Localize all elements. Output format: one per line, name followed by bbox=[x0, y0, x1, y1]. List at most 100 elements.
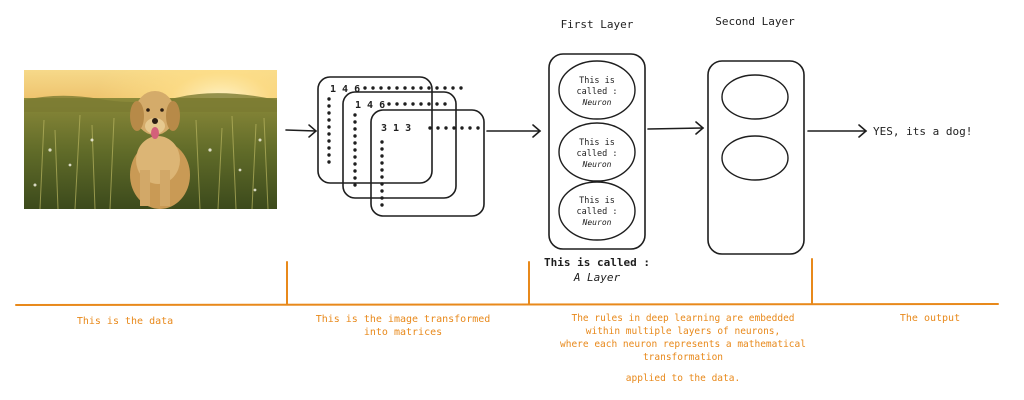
matrix-dot bbox=[380, 147, 384, 151]
neuron-1-label-line3: Neuron bbox=[582, 98, 612, 107]
second-layer-box bbox=[707, 60, 805, 255]
label-data: This is the data bbox=[77, 316, 173, 327]
second-layer-title: Second Layer bbox=[715, 15, 795, 28]
arrow-to-output bbox=[807, 124, 868, 138]
neuron-3-label-line1: This is bbox=[579, 196, 615, 206]
matrix-dot bbox=[353, 169, 357, 173]
matrix-dot bbox=[353, 176, 357, 180]
matrix-dot bbox=[353, 134, 357, 138]
matrix-dot bbox=[327, 125, 331, 129]
matrix-dot bbox=[427, 86, 431, 90]
matrix-dot bbox=[327, 118, 331, 122]
matrix-dot bbox=[387, 102, 391, 106]
matrix-dot bbox=[353, 127, 357, 131]
matrix-dot bbox=[443, 102, 447, 106]
timeline bbox=[15, 258, 999, 306]
matrix-dot bbox=[327, 153, 331, 157]
matrix-dot bbox=[380, 196, 384, 200]
matrix-dot bbox=[435, 86, 439, 90]
matrix-dot bbox=[459, 86, 463, 90]
matrix-dot bbox=[443, 86, 447, 90]
label-rules-line5: applied to the data. bbox=[626, 373, 740, 384]
matrix-dot bbox=[379, 86, 383, 90]
neuron-3-label-line3: Neuron bbox=[582, 218, 612, 227]
label-matrices-line2: into matrices bbox=[364, 327, 442, 338]
matrix-dot bbox=[436, 126, 440, 130]
matrix-back-digits: 3 1 3 bbox=[381, 123, 411, 134]
label-rules-line4: transformation bbox=[643, 352, 723, 363]
matrix-back bbox=[370, 109, 485, 217]
matrix-dot bbox=[387, 86, 391, 90]
second-layer-neuron-2 bbox=[721, 135, 789, 181]
matrix-dot bbox=[403, 86, 407, 90]
matrix-dot bbox=[380, 161, 384, 165]
layer-caption-line1: This is called : bbox=[544, 256, 650, 269]
matrix-dot bbox=[327, 139, 331, 143]
matrix-dot bbox=[327, 160, 331, 164]
matrix-dot bbox=[380, 175, 384, 179]
neuron-3-label-line2: called : bbox=[577, 207, 618, 217]
label-rules-line1: The rules in deep learning are embedded bbox=[571, 313, 794, 324]
matrix-stack: 1 4 6 1 4 6 3 1 3 bbox=[317, 76, 485, 217]
matrix-dot bbox=[353, 183, 357, 187]
matrix-dot bbox=[353, 162, 357, 166]
matrix-dot bbox=[327, 111, 331, 115]
neuron-1-label-line2: called : bbox=[577, 87, 618, 97]
matrix-dot bbox=[327, 146, 331, 150]
matrix-dot bbox=[380, 182, 384, 186]
matrix-dot bbox=[451, 86, 455, 90]
matrix-dot bbox=[427, 102, 431, 106]
label-matrices-line1: This is the image transformed bbox=[316, 314, 491, 325]
neuron-2-label-line3: Neuron bbox=[582, 160, 612, 169]
matrix-dot bbox=[327, 104, 331, 108]
arrow-first-to-second-layer bbox=[647, 121, 705, 135]
matrix-dot bbox=[476, 126, 480, 130]
matrix-dot bbox=[371, 86, 375, 90]
second-layer-neuron-1 bbox=[721, 74, 789, 120]
matrix-dot bbox=[444, 126, 448, 130]
label-rules-line2: within multiple layers of neurons, bbox=[586, 326, 780, 337]
neuron-1-label-line1: This is bbox=[579, 76, 615, 86]
matrix-dot bbox=[452, 126, 456, 130]
matrix-dot bbox=[363, 86, 367, 90]
neuron-1: This is called : Neuron bbox=[558, 60, 636, 120]
matrix-dot bbox=[353, 155, 357, 159]
first-layer-box bbox=[548, 53, 646, 250]
first-layer-title: First Layer bbox=[561, 18, 634, 31]
matrix-dot bbox=[460, 126, 464, 130]
matrix-dot bbox=[419, 102, 423, 106]
matrix-dot bbox=[353, 148, 357, 152]
label-output: The output bbox=[900, 313, 960, 324]
matrix-dot bbox=[468, 126, 472, 130]
arrow-matrices-to-layer bbox=[486, 124, 542, 138]
matrix-middle-digits: 1 4 6 bbox=[355, 100, 385, 111]
matrix-dot bbox=[353, 113, 357, 117]
dog-photo bbox=[24, 70, 277, 209]
matrix-dot bbox=[327, 97, 331, 101]
matrix-dot bbox=[411, 102, 415, 106]
matrix-dot bbox=[380, 203, 384, 207]
output-text: YES, its a dog! bbox=[873, 125, 972, 138]
neuron-3: This is called : Neuron bbox=[558, 181, 636, 241]
matrix-dot bbox=[380, 168, 384, 172]
matrix-dot bbox=[353, 141, 357, 145]
neuron-2-label-line2: called : bbox=[577, 149, 618, 159]
matrix-dot bbox=[395, 102, 399, 106]
matrix-dot bbox=[395, 86, 399, 90]
neuron-2-label-line1: This is bbox=[579, 138, 615, 148]
matrix-dot bbox=[380, 189, 384, 193]
label-rules-line3: where each neuron represents a mathemati… bbox=[560, 339, 806, 350]
matrix-dot bbox=[380, 140, 384, 144]
matrix-dot bbox=[435, 102, 439, 106]
matrix-dot bbox=[411, 86, 415, 90]
matrix-dot bbox=[428, 126, 432, 130]
matrix-dot bbox=[380, 154, 384, 158]
layer-caption-line2: A Layer bbox=[573, 271, 621, 284]
matrix-dot bbox=[353, 120, 357, 124]
arrow-photo-to-matrices bbox=[285, 124, 318, 138]
timeline-axis bbox=[15, 303, 999, 306]
matrix-front-digits: 1 4 6 bbox=[330, 84, 360, 95]
matrix-dot bbox=[327, 132, 331, 136]
matrix-dot bbox=[403, 102, 407, 106]
neuron-2: This is called : Neuron bbox=[558, 122, 636, 182]
